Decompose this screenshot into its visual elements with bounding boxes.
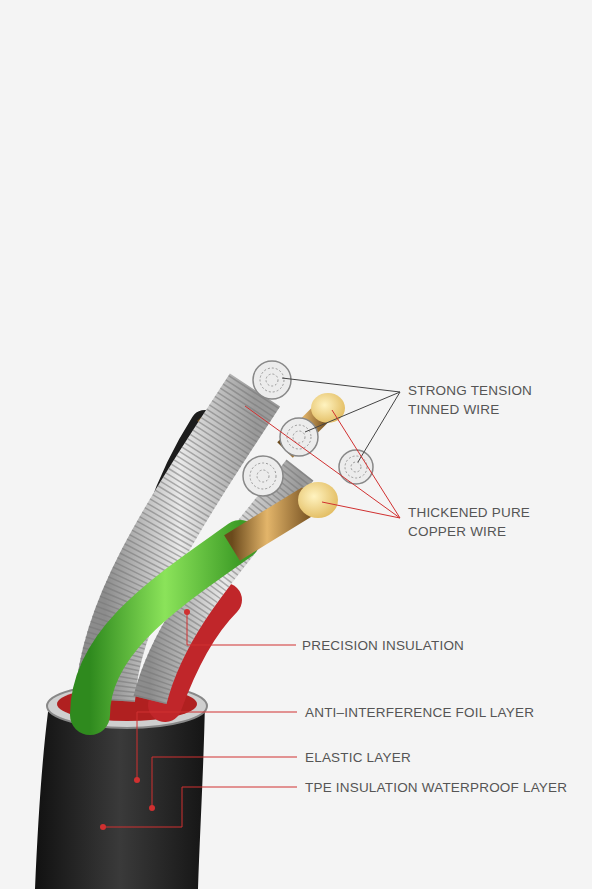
part-label: ELASTIC LAYER (305, 748, 585, 767)
leader-dot (100, 824, 106, 830)
leader-dot (149, 805, 155, 811)
leader-line (245, 406, 400, 518)
strand-ring (257, 470, 269, 482)
leader-line (282, 378, 400, 392)
tinned-end (280, 418, 318, 456)
strand-ring (260, 368, 284, 392)
leader-line (103, 787, 297, 827)
part-label: STRONG TENSION TINNED WIRE (408, 381, 548, 419)
leader-line (137, 712, 297, 780)
leader-dot (184, 609, 190, 615)
strand-ring (266, 374, 278, 386)
strand-ring (250, 463, 276, 489)
strand-ring (293, 431, 305, 443)
copper-end (311, 393, 345, 423)
green-wire (90, 540, 240, 715)
leader-dot (134, 777, 140, 783)
part-label: PRECISION INSULATION (302, 636, 562, 655)
leader-line (305, 392, 400, 432)
leader-lines (282, 378, 400, 462)
copper-end (298, 482, 338, 518)
strand-ring (351, 462, 361, 472)
part-label: ANTI–INTERFERENCE FOIL LAYER (305, 703, 585, 722)
part-label: THICKENED PURE COPPER WIRE (408, 503, 548, 541)
leader-line (152, 757, 297, 808)
leader-line (322, 502, 400, 518)
leader-dots (100, 609, 190, 830)
copper-core (232, 500, 310, 548)
tinned-end (243, 456, 283, 496)
leader-line (332, 410, 400, 518)
leader-line (358, 392, 400, 462)
part-label: TPE INSULATION WATERPROOF LAYER (305, 778, 590, 797)
tinned-end (253, 361, 291, 399)
leader-line (187, 612, 296, 645)
strand-ring (345, 456, 367, 478)
